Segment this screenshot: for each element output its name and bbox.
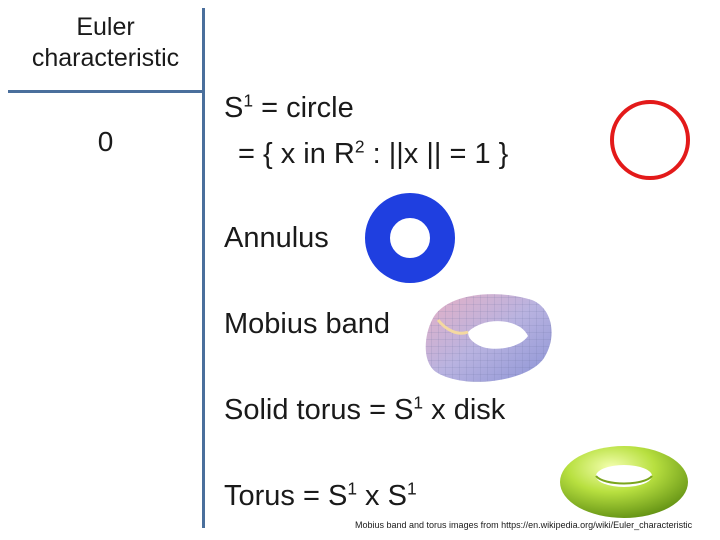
circle-label: S1 = circle xyxy=(224,92,354,125)
annulus-image xyxy=(365,193,455,283)
torus-label-b: x S xyxy=(356,480,407,512)
circle-definition: = { x in R2 : ||x || = 1 } xyxy=(238,138,508,171)
solid-torus-label-a: Solid torus = S xyxy=(224,394,414,426)
annulus-label: Annulus xyxy=(224,222,329,254)
torus-sup-1: 1 xyxy=(347,478,357,499)
circle-label-rest: = circle xyxy=(253,92,354,124)
torus-label-a: Torus = S xyxy=(224,480,348,512)
mobius-label: Mobius band xyxy=(224,308,391,340)
solid-torus-sup: 1 xyxy=(413,392,424,413)
circle-def-sup: 2 xyxy=(354,136,365,157)
euler-value: 0 xyxy=(97,126,114,157)
circle-def-a: = { x in R xyxy=(238,138,355,170)
column-header: Euler characteristic xyxy=(8,12,203,74)
torus-label: Torus = S1 x S1 xyxy=(224,480,417,513)
circle-label-s: S xyxy=(224,92,244,124)
circle-def-b: : ||x || = 1 } xyxy=(364,138,509,170)
solid-torus-label: Solid torus = S1 x disk xyxy=(224,394,505,427)
torus-image xyxy=(560,446,688,518)
torus-sup-2: 1 xyxy=(406,478,417,499)
header-line-1: Euler xyxy=(76,13,135,41)
circle-image xyxy=(610,100,690,180)
header-line-2: characteristic xyxy=(31,44,180,72)
table-header-rule xyxy=(8,90,203,93)
image-credit-caption: Mobius band and torus images from https:… xyxy=(355,520,693,530)
solid-torus-label-b: x disk xyxy=(423,394,506,426)
circle-label-sup: 1 xyxy=(243,90,254,111)
mobius-image xyxy=(425,294,552,382)
table-vertical-rule xyxy=(202,8,205,528)
